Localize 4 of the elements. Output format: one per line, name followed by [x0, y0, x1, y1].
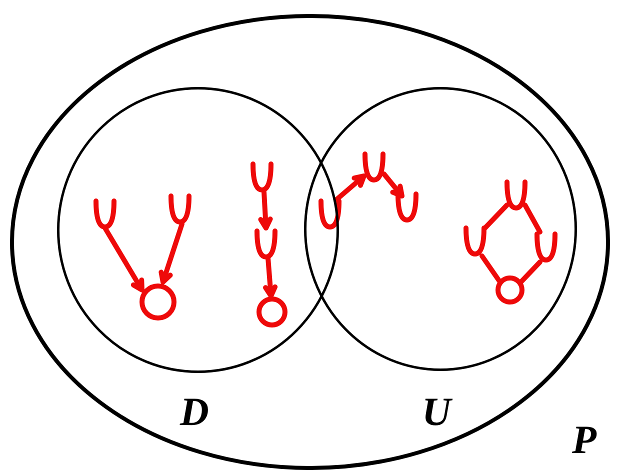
set-ellipse — [10, 14, 610, 470]
set-label: D — [180, 392, 209, 432]
set-label: U — [422, 392, 451, 432]
set-label: P — [572, 420, 596, 460]
